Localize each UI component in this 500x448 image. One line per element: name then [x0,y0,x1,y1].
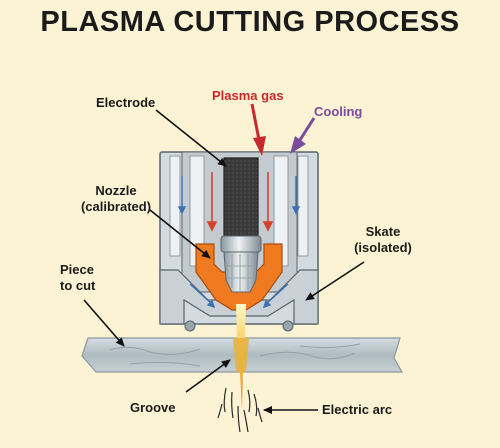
label-nozzle: Nozzle (calibrated) [68,183,164,215]
leader-groove [185,359,231,393]
plasma-gas-arrow [250,103,266,156]
diagram-title: PLASMA CUTTING PROCESS [40,6,460,38]
electric-arc-sparks [217,387,263,433]
electrode-tip [220,235,262,293]
label-skate: Skate (isolated) [348,224,418,256]
leader-piece [83,299,125,347]
label-electrode: Electrode [96,95,156,110]
label-groove: Groove [130,400,176,415]
label-skate-line1: Skate [365,224,401,239]
label-nozzle-line1: Nozzle [95,183,137,198]
label-skate-line2: (isolated) [354,240,412,255]
label-piece: Piece to cut [60,262,95,294]
electrode [223,157,259,241]
workpiece-texture [109,343,361,367]
leader-lines [83,109,365,414]
leader-electrode [155,109,227,167]
label-nozzle-line2: (calibrated) [80,199,152,214]
gas-flow-arrows [206,172,274,232]
leader-nozzle [149,209,211,259]
leader-skate [305,261,365,301]
label-plasma-gas: Plasma gas [212,88,284,103]
cooling-arrow [290,117,316,154]
groove [233,338,249,372]
label-piece-line1: Piece [60,262,94,277]
cooling-flow-arrows [177,176,301,309]
label-electric-arc: Electric arc [322,402,393,417]
label-piece-line2: to cut [60,278,96,293]
label-cooling: Cooling [314,104,363,119]
